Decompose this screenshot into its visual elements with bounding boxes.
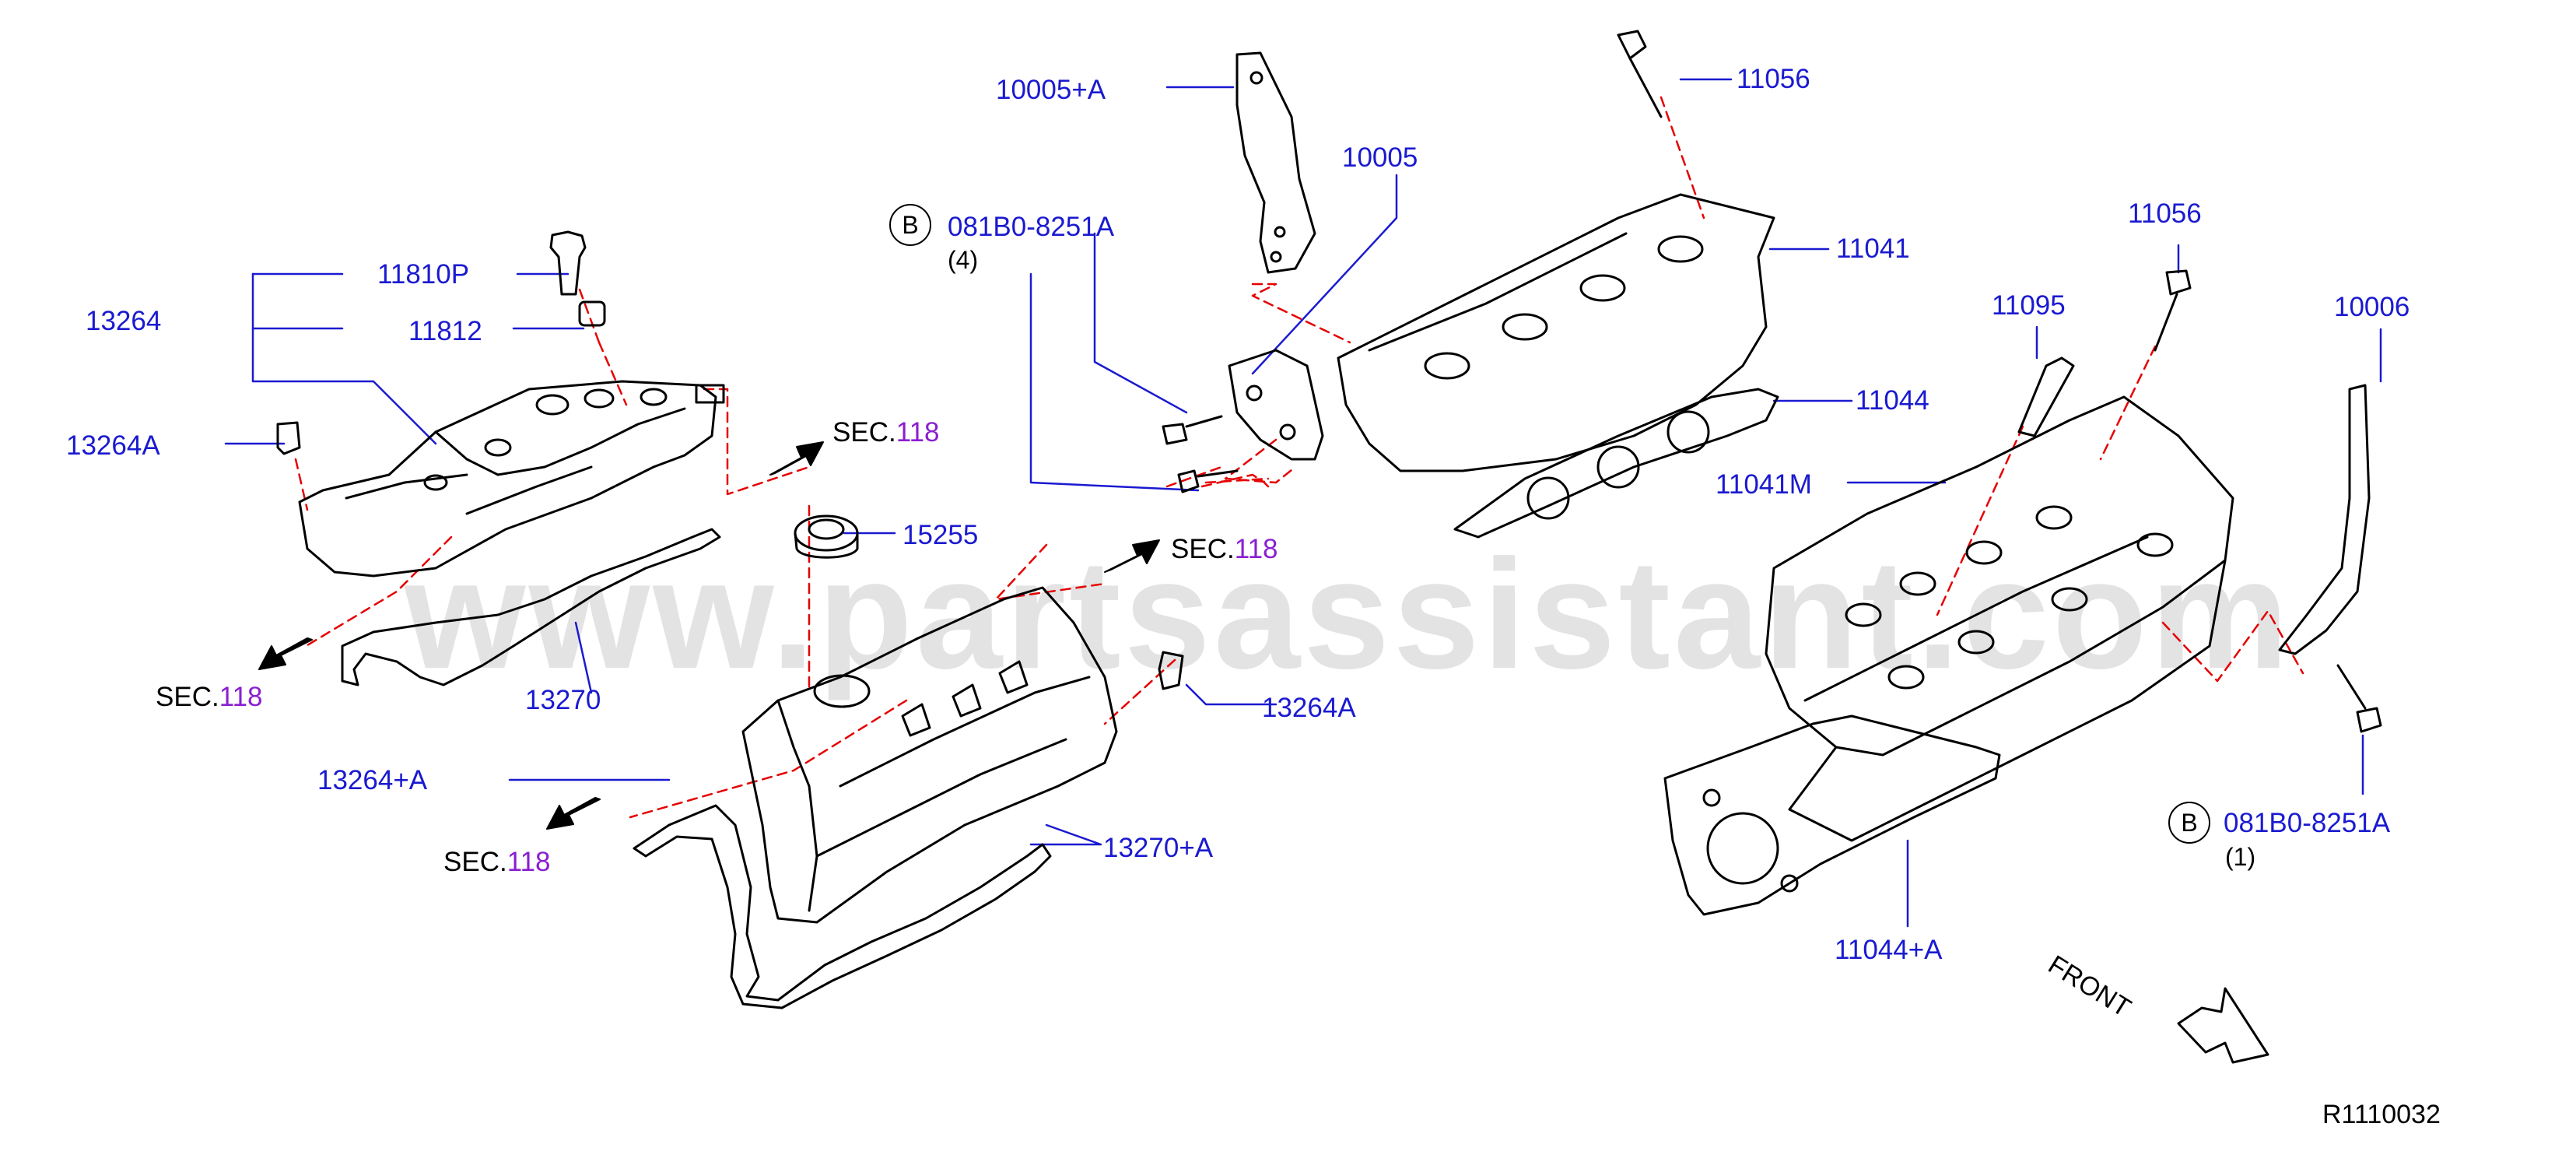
bolt-ref-part-right: 081B0-8251A xyxy=(2224,808,2391,838)
bolt-ref-symbol-right: B xyxy=(2168,802,2210,844)
callout-11056-top: 11056 xyxy=(1737,64,1810,94)
callout-13264a-left: 13264A xyxy=(66,430,160,461)
sec-ref-1: SEC.118 xyxy=(832,419,940,446)
sec-number: 118 xyxy=(506,847,551,877)
callout-13270: 13270 xyxy=(525,685,601,715)
callout-10005: 10005 xyxy=(1342,142,1418,173)
callout-10005-a: 10005+A xyxy=(996,75,1106,105)
leader-lines xyxy=(224,78,2382,928)
callout-13270-a: 13270+A xyxy=(1103,833,1214,863)
sec-prefix: SEC. xyxy=(156,682,219,712)
sec-prefix: SEC. xyxy=(1171,534,1235,564)
callout-11056-right: 11056 xyxy=(2128,198,2202,229)
sec-ref-3: SEC.118 xyxy=(156,683,263,711)
bolt-ref-qty-right: (1) xyxy=(2225,843,2256,871)
sec-ref-2: SEC.118 xyxy=(1171,535,1278,563)
callout-11812: 11812 xyxy=(408,316,482,346)
callout-11810p: 11810P xyxy=(377,259,470,290)
sec-ref-4: SEC.118 xyxy=(443,848,551,876)
diagram-code: R1110032 xyxy=(2322,1100,2441,1129)
callout-11044-a: 11044+A xyxy=(1835,935,1943,965)
callout-11044: 11044 xyxy=(1856,385,1929,416)
callout-11041m: 11041M xyxy=(1716,469,1812,500)
callout-15255: 15255 xyxy=(902,520,979,550)
sec-prefix: SEC. xyxy=(443,847,507,877)
sec-number: 118 xyxy=(1234,534,1278,564)
sec-number: 118 xyxy=(219,682,263,712)
bolt-ref-qty-left: (4) xyxy=(948,246,979,274)
callout-10006: 10006 xyxy=(2334,292,2410,322)
callout-13264-a: 13264+A xyxy=(317,765,428,795)
section-arrows xyxy=(258,441,1160,830)
front-arrow xyxy=(2177,987,2269,1064)
bolt-ref-part-left: 081B0-8251A xyxy=(948,212,1115,242)
sec-number: 118 xyxy=(895,417,940,448)
sec-prefix: SEC. xyxy=(832,417,896,448)
part-outlines xyxy=(276,30,2382,1009)
callout-11041: 11041 xyxy=(1836,233,1910,264)
callout-13264: 13264 xyxy=(86,306,162,336)
callout-11095: 11095 xyxy=(1992,290,2066,321)
bolt-ref-symbol-left: B xyxy=(889,204,931,246)
red-connectors xyxy=(294,96,2304,819)
callout-13264a-right: 13264A xyxy=(1262,693,1356,723)
